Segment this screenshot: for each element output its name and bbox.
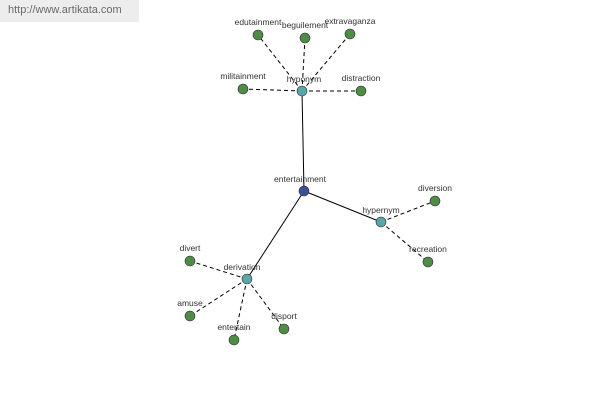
center-node[interactable] [298, 185, 310, 197]
edge-hyponym-edutainment [257, 34, 303, 92]
term-node-diversion[interactable] [429, 195, 441, 207]
term-label-recreation[interactable]: recreation [409, 244, 447, 254]
center-node-label[interactable]: entertainment [274, 174, 327, 184]
term-label-beguilement[interactable]: beguilement [282, 20, 329, 30]
edge-derivation-divert [189, 260, 248, 280]
term-node-militainment[interactable] [237, 83, 249, 95]
edge-derivation-entertain [233, 278, 248, 341]
edges-layer [189, 33, 436, 341]
term-node-entertain[interactable] [228, 334, 240, 346]
relation-label-hypernym[interactable]: hypernym [362, 205, 399, 215]
relation-label-hyponym[interactable]: hyponym [287, 74, 322, 84]
edge-center-hyponym [301, 90, 305, 192]
source-link[interactable]: http://www.artikata.com [0, 0, 139, 22]
term-label-disport[interactable]: disport [271, 311, 297, 321]
edge-hyponym-beguilement [301, 37, 306, 92]
term-node-recreation[interactable] [422, 256, 434, 268]
edge-center-derivation [246, 190, 305, 280]
term-node-edutainment[interactable] [252, 29, 264, 41]
relation-node-derivation[interactable] [241, 273, 253, 285]
term-label-entertain[interactable]: entertain [217, 322, 250, 332]
edge-center-hypernym [303, 190, 382, 223]
edge-hypernym-recreation [380, 221, 429, 263]
relation-node-hyponym[interactable] [296, 85, 308, 97]
nodes-layer [184, 28, 441, 346]
term-node-beguilement[interactable] [299, 32, 311, 44]
edge-hypernym-diversion [380, 200, 436, 223]
relation-label-derivation[interactable]: derivation [224, 262, 261, 272]
term-node-distraction[interactable] [355, 85, 367, 97]
term-label-diversion[interactable]: diversion [418, 183, 452, 193]
relation-node-hypernym[interactable] [375, 216, 387, 228]
edge-hyponym-extravaganza [301, 33, 351, 92]
term-node-divert[interactable] [184, 255, 196, 267]
term-node-disport[interactable] [278, 323, 290, 335]
term-label-amuse[interactable]: amuse [177, 298, 203, 308]
term-label-edutainment[interactable]: edutainment [235, 17, 282, 27]
edge-derivation-disport [246, 278, 285, 330]
term-label-militainment[interactable]: militainment [220, 71, 266, 81]
term-label-distraction[interactable]: distraction [342, 73, 381, 83]
term-node-extravaganza[interactable] [344, 28, 356, 40]
edge-hyponym-militainment [242, 88, 303, 92]
term-node-amuse[interactable] [184, 310, 196, 322]
term-label-divert[interactable]: divert [180, 243, 201, 253]
term-label-extravaganza[interactable]: extravaganza [324, 16, 375, 26]
edge-derivation-amuse [189, 278, 248, 317]
